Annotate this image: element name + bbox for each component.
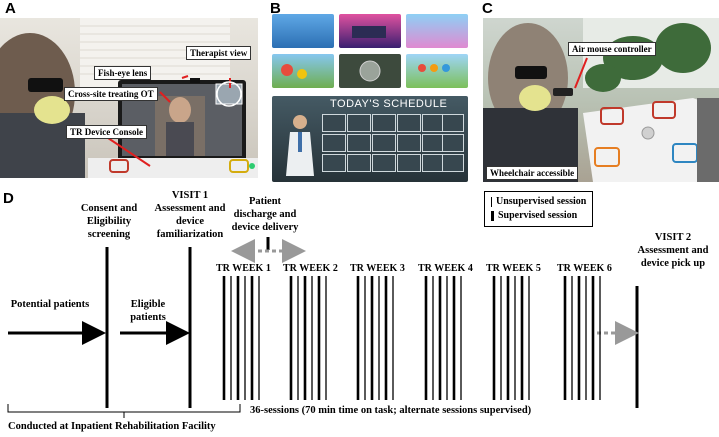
game-screen-icons xyxy=(281,26,450,82)
week-label-5: TR WEEK 5 xyxy=(486,263,541,274)
facility-bracket xyxy=(7,404,241,413)
game-screen-6 xyxy=(406,54,468,88)
visit1-desc: Assessment and device familiarization xyxy=(154,203,226,240)
legend-unsupervised-label: Unsupervised session xyxy=(496,196,587,207)
game-screen-3 xyxy=(406,14,468,48)
legend-supervised: Supervised session xyxy=(491,209,586,223)
supervised-line-icon xyxy=(491,211,494,221)
therapist-avatar xyxy=(286,115,314,176)
callout-fisheye-lens: Fish-eye lens xyxy=(94,66,152,80)
game-screen-1 xyxy=(272,14,334,48)
callout-cross-site-ot: Cross-site treating OT xyxy=(64,87,158,101)
panel-a-letter: A xyxy=(5,0,16,17)
callout-wheelchair: Wheelchair accessible xyxy=(486,166,579,180)
callout-air-mouse: Air mouse controller xyxy=(568,42,656,56)
potential-patients-label: Potential patients xyxy=(10,299,90,310)
schedule-screen: TODAY'S SCHEDULE xyxy=(272,96,468,182)
consent-label: Consent and Eligibility screening xyxy=(80,203,138,240)
visit2-title: VISIT 2 xyxy=(654,232,692,243)
game-screens-grid xyxy=(272,14,468,94)
sessions-note: 36-sessions (70 min time on task; altern… xyxy=(250,405,532,416)
conducted-at-label: Conducted at Inpatient Rehabilitation Fa… xyxy=(8,421,216,432)
visit1-title: VISIT 1 xyxy=(171,190,209,201)
callout-device-console: TR Device Console xyxy=(66,125,147,139)
schedule-title: TODAY'S SCHEDULE xyxy=(330,98,448,110)
visit2-desc: Assessment and device pick up xyxy=(637,245,709,269)
unsupervised-line-icon xyxy=(491,197,492,207)
week-label-1: TR WEEK 1 xyxy=(216,263,271,274)
week-label-3: TR WEEK 3 xyxy=(350,263,405,274)
week-label-4: TR WEEK 4 xyxy=(418,263,473,274)
discharge-label: Patient discharge and device delivery xyxy=(231,196,299,233)
callout-therapist-view: Therapist view xyxy=(186,46,252,60)
panel-d-letter: D xyxy=(3,190,14,207)
week-label-6: TR WEEK 6 xyxy=(557,263,612,274)
panel-b-letter: B xyxy=(270,0,281,17)
legend-unsupervised: Unsupervised session xyxy=(491,195,586,209)
legend-supervised-label: Supervised session xyxy=(498,210,578,221)
session-legend: Unsupervised session Supervised session xyxy=(484,191,594,227)
session-lines xyxy=(222,276,601,400)
panel-c-letter: C xyxy=(482,0,493,17)
week-label-2: TR WEEK 2 xyxy=(283,263,338,274)
eligible-patients-label: Eligible patients xyxy=(130,299,166,323)
